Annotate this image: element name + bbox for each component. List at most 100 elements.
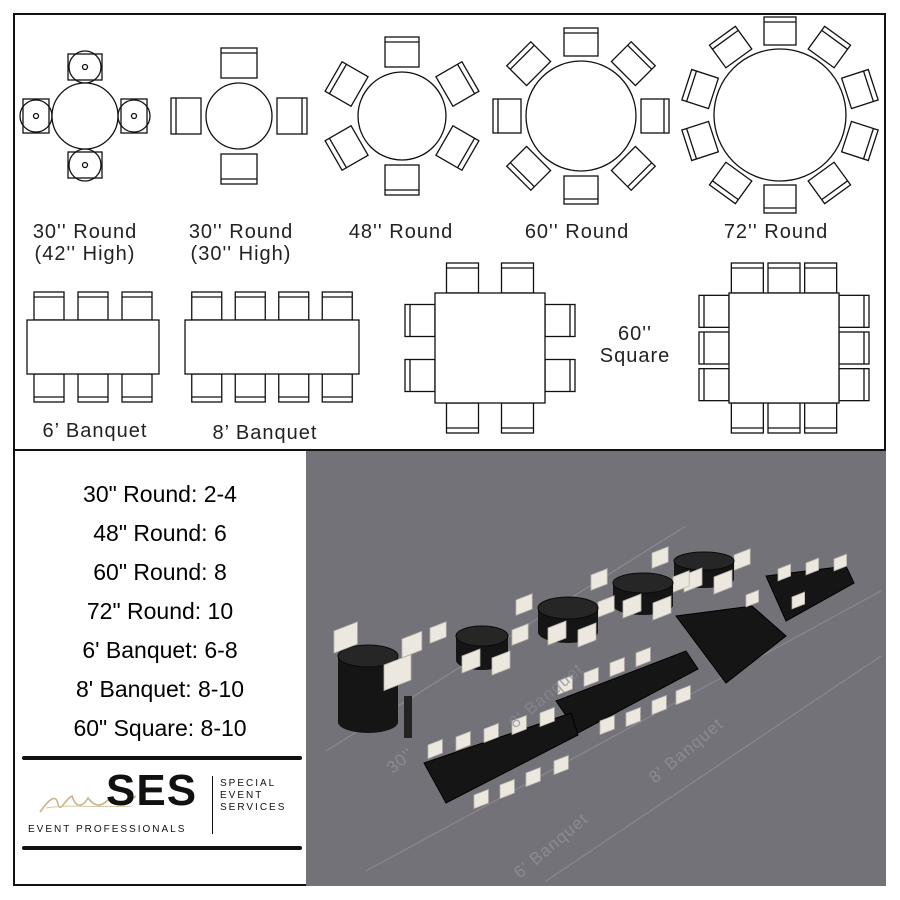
chair xyxy=(577,622,597,648)
capacity-60-round: 60" Round: 8 xyxy=(93,559,227,585)
stool-post xyxy=(81,161,89,169)
render-round-table-top xyxy=(612,572,674,594)
render-chair xyxy=(625,706,641,728)
stool-frame xyxy=(67,151,103,179)
chair xyxy=(511,623,529,646)
render-chair xyxy=(525,766,541,788)
stool-post xyxy=(130,112,138,120)
stool-frame xyxy=(22,98,50,134)
chair xyxy=(807,161,852,205)
chair xyxy=(640,98,670,134)
label-30-round-42-high: 30'' Round (42'' High) xyxy=(32,221,138,265)
chair xyxy=(404,303,436,338)
chair xyxy=(505,145,552,192)
chair xyxy=(33,373,65,403)
chair-seat xyxy=(33,291,65,321)
chair xyxy=(713,569,733,595)
table-top xyxy=(728,292,840,404)
table-layout-diagram: 30'' Round (42'' High) 30'' Round (30'' … xyxy=(13,13,886,451)
table-top xyxy=(357,71,447,161)
chair xyxy=(505,40,552,87)
chair-back-line xyxy=(627,44,653,70)
chair-seat xyxy=(807,161,852,205)
render-cocktail-table-top xyxy=(337,644,399,668)
chair-seat xyxy=(191,373,223,403)
chair-seat xyxy=(435,124,480,172)
chair-seat xyxy=(563,27,599,57)
chair-seat xyxy=(492,98,522,134)
label-6-banquet: 6’ Banquet xyxy=(42,420,148,442)
chair xyxy=(435,124,480,172)
chair-seat xyxy=(708,161,753,205)
chair-seat xyxy=(321,373,353,403)
chair xyxy=(77,373,109,403)
table-30-round-42-high xyxy=(19,50,151,182)
chair xyxy=(234,291,266,321)
chair xyxy=(544,303,576,338)
chair xyxy=(590,568,608,591)
table-top xyxy=(51,82,119,150)
chair xyxy=(838,368,870,402)
table-shapes-svg xyxy=(19,16,879,434)
chair xyxy=(445,262,480,294)
chair xyxy=(544,358,576,393)
chair xyxy=(597,595,615,618)
chair-seat xyxy=(435,60,480,108)
render-chair xyxy=(599,714,615,736)
chair xyxy=(500,402,535,434)
render-cocktail-table-base xyxy=(338,711,398,733)
chair xyxy=(33,291,65,321)
render-round-table-top xyxy=(673,551,735,571)
table-30-round-30-high xyxy=(170,47,308,185)
chair xyxy=(191,291,223,321)
chair-seat xyxy=(278,291,310,321)
stool-post xyxy=(32,112,40,120)
logo-bottom-rule xyxy=(22,846,302,850)
chair-seat xyxy=(610,145,657,192)
chair xyxy=(563,27,599,57)
chair-back-line xyxy=(821,29,848,50)
chair-seat xyxy=(505,40,552,87)
chair xyxy=(278,291,310,321)
capacity-list: 30" Round: 2-4 48" Round: 6 60" Round: 8… xyxy=(15,475,305,748)
label-60-square: 60'' Square xyxy=(599,323,671,367)
table-72-round xyxy=(681,16,879,214)
chair-seat xyxy=(121,373,153,403)
chair xyxy=(730,262,764,294)
chair xyxy=(767,262,801,294)
table-top xyxy=(525,60,637,172)
chair-seat xyxy=(77,291,109,321)
chair xyxy=(651,546,669,569)
chair-seat xyxy=(505,145,552,192)
table-6-banquet xyxy=(26,291,160,403)
chair xyxy=(401,630,423,659)
chair xyxy=(220,153,258,185)
chair-back-line xyxy=(457,137,476,169)
label-60-round: 60'' Round xyxy=(524,221,630,243)
chair-back-line xyxy=(509,162,535,188)
chair xyxy=(838,331,870,365)
signature-swash-icon xyxy=(39,794,137,813)
capacity-8-banquet: 8' Banquet: 8-10 xyxy=(75,676,245,702)
render-chair xyxy=(635,646,651,668)
chair-seat xyxy=(33,373,65,403)
chair-seat xyxy=(121,291,153,321)
chair xyxy=(733,548,751,571)
chair xyxy=(804,402,838,434)
chair-seat xyxy=(840,68,879,110)
render-chair xyxy=(675,684,691,706)
render-chair xyxy=(609,656,625,678)
chair xyxy=(838,294,870,328)
chair xyxy=(745,589,760,608)
chair-back-line xyxy=(712,180,739,201)
chair-seat xyxy=(276,97,308,135)
chair xyxy=(777,563,792,582)
ses-logo: SES SPECIAL EVENT SERVICES EVENT PROFESS… xyxy=(22,756,302,852)
logo-side-text: SPECIAL EVENT SERVICES xyxy=(220,778,287,813)
render-chair xyxy=(473,788,489,810)
chair xyxy=(610,145,657,192)
chair-seat xyxy=(191,291,223,321)
capacity-48-round: 48" Round: 6 xyxy=(93,520,227,546)
chair xyxy=(445,402,480,434)
chair-seat xyxy=(763,184,797,214)
